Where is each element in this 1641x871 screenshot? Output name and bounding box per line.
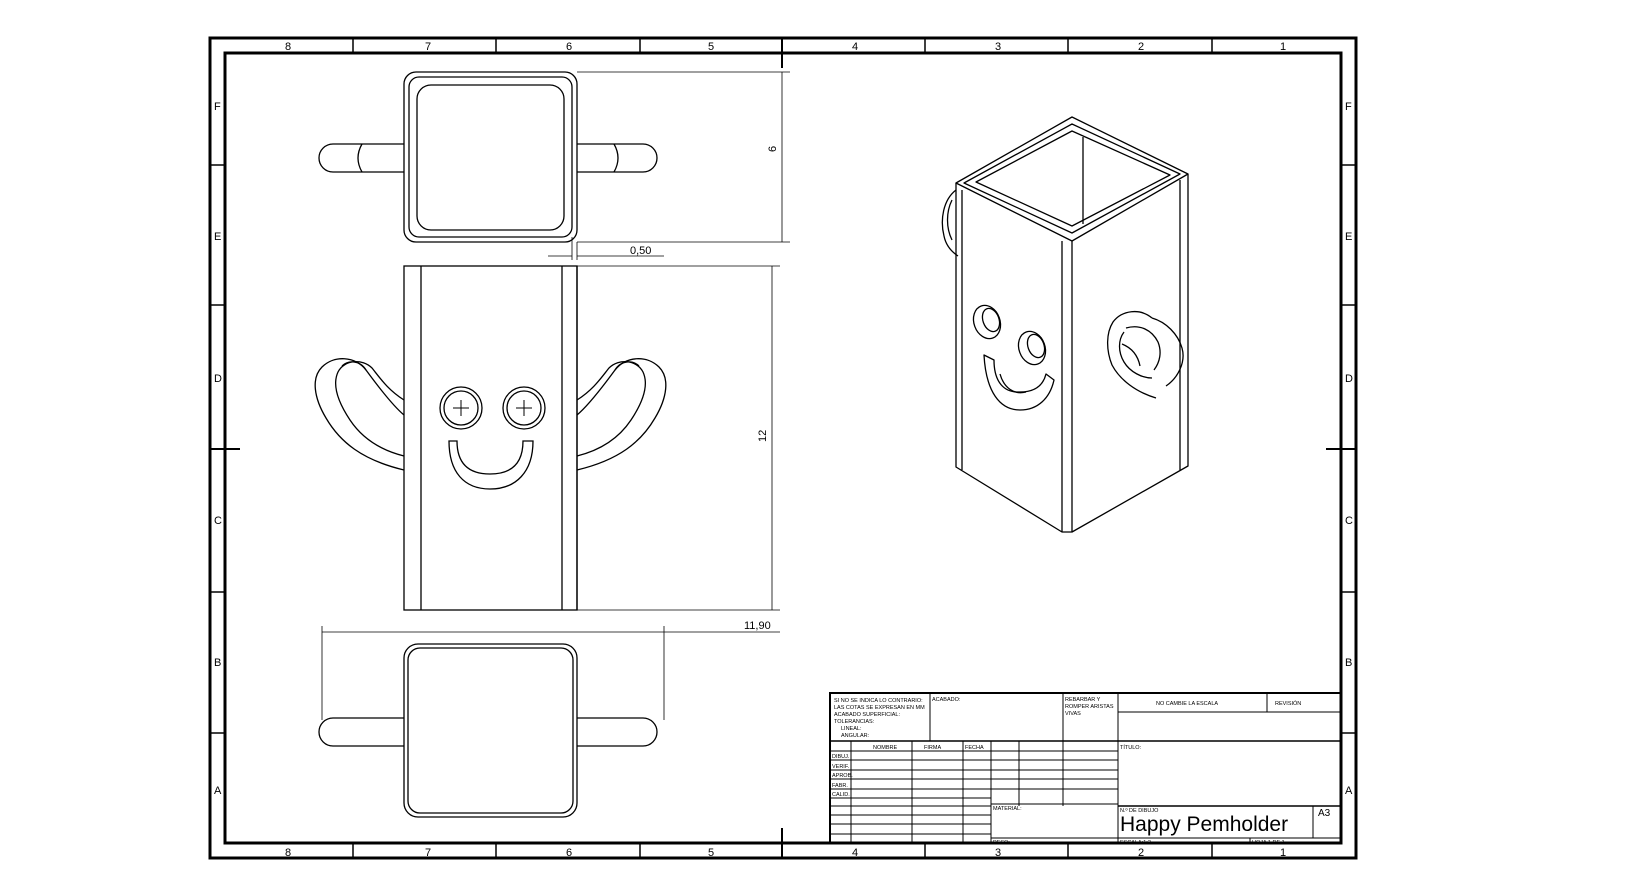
dim-top-height xyxy=(577,71,790,243)
row-label: E xyxy=(214,231,221,243)
dim-wall xyxy=(548,237,664,260)
no-scale-label: NO CAMBIE LA ESCALA xyxy=(1156,701,1218,707)
header-name: NOMBRE xyxy=(873,745,897,751)
title-block xyxy=(829,692,1342,844)
row-label: C xyxy=(214,515,222,527)
eye-centermarks xyxy=(453,400,532,416)
drawing-no-label: N.º DE DIBUJO xyxy=(1120,807,1159,814)
dim-label-top-height: 6 xyxy=(767,146,779,152)
row-label: D xyxy=(214,373,222,385)
role-label: APROB. xyxy=(832,773,853,779)
note-line: TOLERANCIAS: xyxy=(834,719,875,725)
row-label: A xyxy=(214,785,222,797)
col-label-bottom: 6 xyxy=(566,847,572,859)
role-label: CALID. xyxy=(832,792,850,798)
dim-label-overall-width: 11,90 xyxy=(744,620,771,632)
header-date: FECHA xyxy=(965,745,984,751)
row-label: F xyxy=(214,101,221,113)
drawing-title: Happy Pemholder xyxy=(1120,813,1288,836)
col-label: 7 xyxy=(425,41,431,53)
isometric-view xyxy=(941,116,1189,533)
title-label: TÍTULO: xyxy=(1120,744,1142,751)
col-label: 3 xyxy=(995,41,1001,53)
col-label: 2 xyxy=(1138,41,1144,53)
material-label: MATERIAL: xyxy=(993,806,1022,812)
note-line: LAS COTAS SE EXPRESAN EN MM xyxy=(834,705,925,711)
role-label: VERIF. xyxy=(832,764,850,770)
col-label: 6 xyxy=(566,41,572,53)
note-line: ANGULAR: xyxy=(841,733,870,739)
dim-front-height xyxy=(577,265,780,611)
col-label: 5 xyxy=(708,41,714,53)
sheet-number: HOJA 1 DE 1 xyxy=(1252,840,1285,846)
dim-label-front-height: 12 xyxy=(757,430,769,442)
col-label-bottom: 5 xyxy=(708,847,714,859)
scale-label: ESCALA:1:2 xyxy=(1120,840,1151,846)
row-label-right: D xyxy=(1345,373,1353,385)
col-label-bottom: 1 xyxy=(1280,847,1286,859)
sheet-size: A3 xyxy=(1318,808,1331,819)
dim-overall-width xyxy=(321,626,780,720)
title-block-text: SI NO SE INDICA LO CONTRARIO: LAS COTAS … xyxy=(832,697,1331,846)
col-label-bottom: 8 xyxy=(285,847,291,859)
row-label-right: E xyxy=(1345,231,1352,243)
row-label-right: B xyxy=(1345,657,1352,669)
front-view xyxy=(314,265,667,611)
dim-label-wall: 0,50 xyxy=(630,245,651,257)
deburr-line: REBARBAR Y xyxy=(1065,697,1101,703)
col-label-bottom: 3 xyxy=(995,847,1001,859)
col-label: 4 xyxy=(852,41,858,53)
weight-label: PESO: xyxy=(993,840,1010,846)
role-label: FABR. xyxy=(832,783,848,789)
deburr-line: ROMPER ARISTAS xyxy=(1065,704,1114,710)
col-label-bottom: 4 xyxy=(852,847,858,859)
zone-ticks xyxy=(210,38,1356,858)
row-label: B xyxy=(214,657,221,669)
row-label-right: C xyxy=(1345,515,1353,527)
col-label-bottom: 2 xyxy=(1138,847,1144,859)
deburr-line: VIVAS xyxy=(1065,711,1081,717)
col-label: 8 xyxy=(285,41,291,53)
note-line: SI NO SE INDICA LO CONTRARIO: xyxy=(834,698,923,704)
note-line: LINEAL: xyxy=(841,726,862,732)
top-view xyxy=(318,71,658,243)
note-line: ACABADO SUPERFICIAL: xyxy=(834,712,900,718)
row-label-right: F xyxy=(1345,101,1352,113)
col-label-bottom: 7 xyxy=(425,847,431,859)
bottom-view xyxy=(318,643,658,818)
row-label-right: A xyxy=(1345,785,1353,797)
zone-labels: 8 7 6 5 4 3 2 1 8 7 6 5 4 3 2 1 F E D C … xyxy=(214,41,1353,859)
col-label: 1 xyxy=(1280,41,1286,53)
revision-label: REVISIÓN xyxy=(1275,700,1301,707)
role-label: DIBUJ. xyxy=(832,754,850,760)
header-signature: FIRMA xyxy=(924,745,941,751)
finish-label: ACABADO: xyxy=(932,697,961,703)
